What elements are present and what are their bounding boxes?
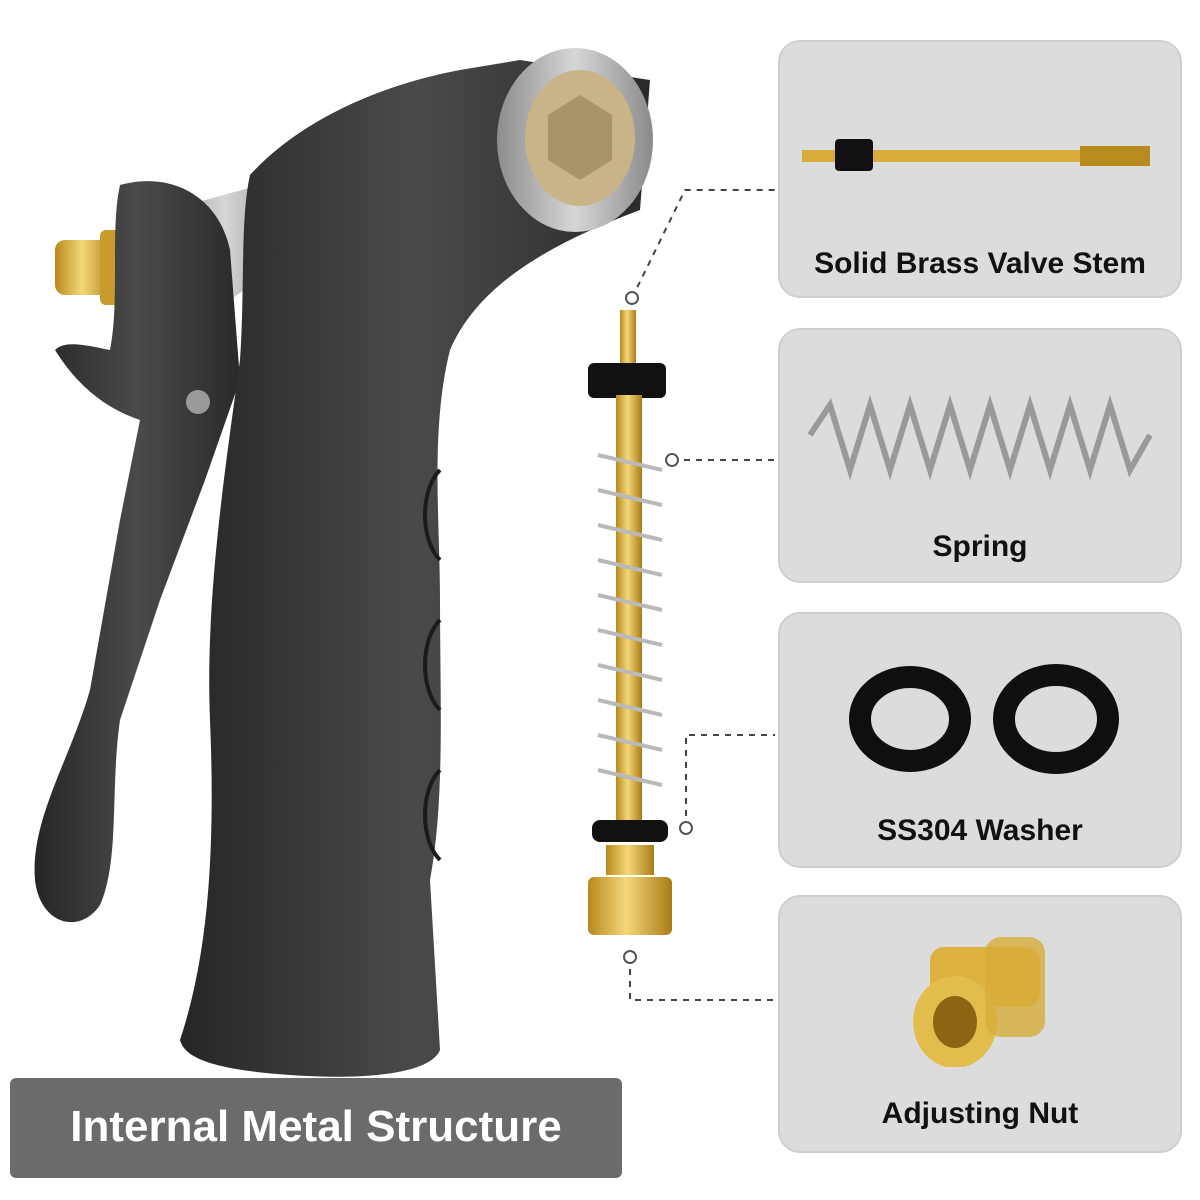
valve-seal [588, 363, 666, 398]
part-label: Solid Brass Valve Stem [814, 247, 1146, 280]
pistol-grip-body [180, 60, 650, 1077]
banner-title: Internal Metal Structure [70, 1102, 562, 1151]
part-label: SS304 Washer [877, 814, 1083, 847]
brass-valve-stem-icon [802, 139, 1150, 171]
banner: Internal Metal Structure [10, 1078, 622, 1178]
threaded-outlet-icon [497, 48, 653, 232]
part-card-spring: Spring [778, 328, 1182, 583]
spring-icon [807, 394, 1153, 481]
pivot-pin [186, 390, 210, 414]
valve-washer [592, 820, 668, 842]
washer-icon [849, 664, 1119, 774]
part-label: Spring [932, 530, 1028, 563]
part-card-adjusting-nut: Adjusting Nut [778, 895, 1182, 1153]
part-card-valve-stem: Solid Brass Valve Stem [778, 40, 1182, 298]
valve-assembly-illustration [588, 310, 672, 935]
trigger-lever [34, 181, 240, 923]
valve-nut [588, 877, 672, 935]
valve-stem [616, 395, 642, 825]
valve-spring [597, 453, 663, 787]
adjusting-nut-icon [913, 937, 1045, 1067]
part-card-washer: SS304 Washer [778, 612, 1182, 868]
part-label: Adjusting Nut [881, 1097, 1079, 1130]
